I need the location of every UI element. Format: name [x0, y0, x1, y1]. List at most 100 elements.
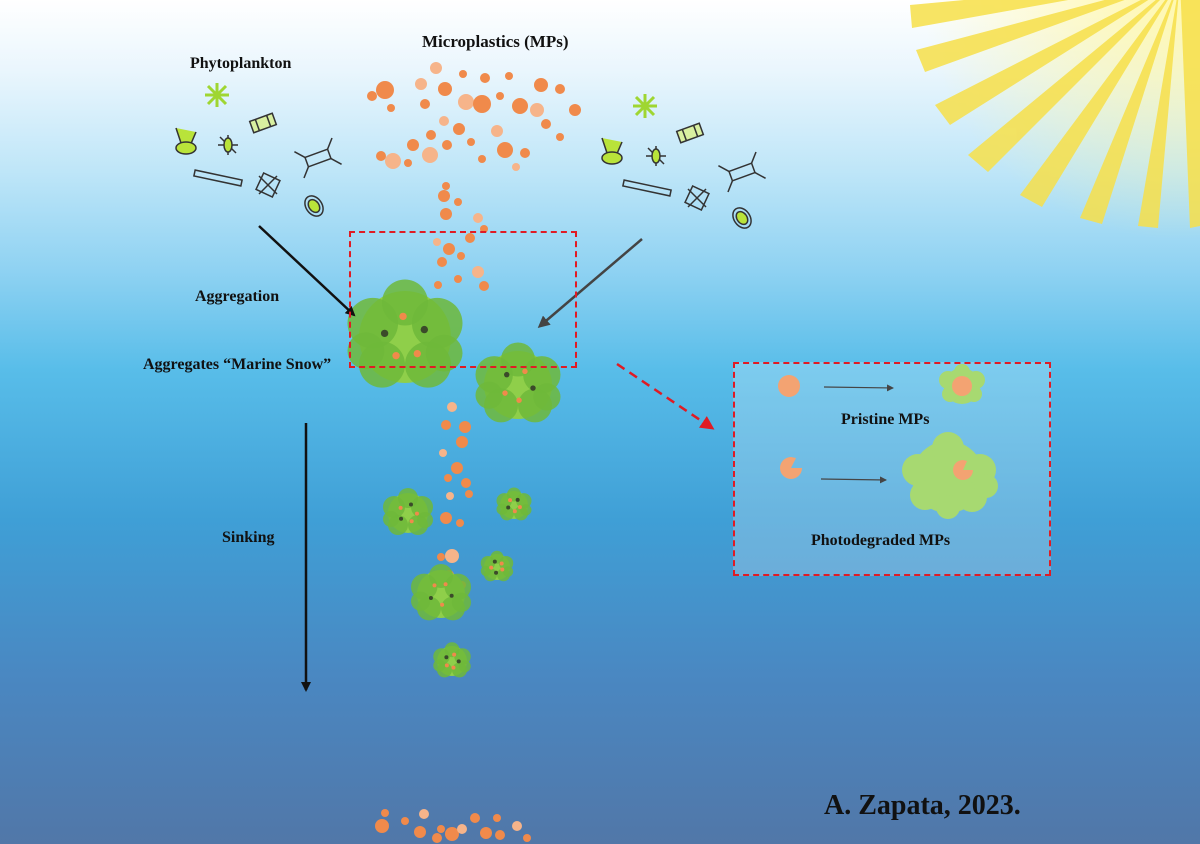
phytoplankton-diatom-icon [248, 112, 278, 134]
microplastic-particle-icon [445, 549, 459, 563]
microplastic-particle-icon [478, 155, 486, 163]
microplastic-particle-icon [530, 103, 544, 117]
microplastic-particle-icon [456, 519, 464, 527]
microplastic-particle-icon [467, 138, 475, 146]
microplastic-particle-icon [459, 421, 471, 433]
microplastic-particle-icon [407, 139, 419, 151]
microplastic-particle-icon [432, 833, 442, 843]
microplastic-particle-icon [556, 133, 564, 141]
microplastic-particle-icon [433, 238, 441, 246]
microplastic-particle-icon [473, 95, 491, 113]
phytoplankton-rod-icon [622, 179, 672, 197]
aggregate-icon [496, 487, 532, 521]
phytoplankton-dinoflagellate-icon [601, 137, 623, 165]
microplastic-particle-icon [461, 478, 471, 488]
microplastic-particle-icon [491, 125, 503, 137]
aggregate-icon [475, 342, 561, 423]
pristine-mps-label: Pristine MPs [841, 411, 930, 428]
microplastic-particle-icon [497, 142, 513, 158]
microplastic-particle-icon [385, 153, 401, 169]
microplastic-particle-icon [512, 163, 520, 171]
microplastic-particle-icon [387, 104, 395, 112]
microplastic-particle-icon [420, 99, 430, 109]
microplastic-particle-icon [437, 825, 445, 833]
marine-snow-label: Aggregates “Marine Snow” [143, 356, 332, 373]
microplastic-particle-icon [512, 821, 522, 831]
phytoplankton-pennate-icon [646, 146, 666, 166]
microplastic-particle-icon [444, 474, 452, 482]
microplastic-particle-icon [465, 490, 473, 498]
aggregates-marine-snow [347, 279, 561, 678]
microplastic-particle-icon [438, 190, 450, 202]
microplastic-particle-icon [404, 159, 412, 167]
aggregate-icon [411, 564, 471, 621]
phytoplankton-ring-icon [732, 207, 752, 229]
microplastic-particle-icon [472, 266, 484, 278]
inset-detail-box [733, 362, 1051, 576]
microplastic-particle-icon [496, 92, 504, 100]
microplastic-particle-icon [414, 826, 426, 838]
microplastic-particle-icon [569, 104, 581, 116]
microplastic-particle-icon [446, 492, 454, 500]
microplastic-particle-icon [520, 148, 530, 158]
aggregation-label: Aggregation [195, 288, 280, 305]
microplastic-particle-icon [440, 512, 452, 524]
microplastic-particle-icon [443, 243, 455, 255]
microplastic-particle-icon [456, 436, 468, 448]
sinking-label: Sinking [222, 529, 275, 546]
phytoplankton-box-icon [255, 172, 281, 198]
inset-illustrations [778, 364, 998, 519]
microplastic-particle-icon [454, 275, 462, 283]
pristine-arrow [823, 384, 894, 392]
phytoplankton-rod-icon [193, 169, 243, 187]
microplastic-particle-icon [376, 81, 394, 99]
phytoplankton-dinoflagellate-icon [175, 127, 197, 155]
phytoplankton-star-icon [205, 83, 229, 107]
aggregation-arrow-right [537, 238, 643, 328]
phytoplankton-chain-icon [294, 137, 342, 179]
microplastic-particle-icon [447, 402, 457, 412]
microplastic-particle-icon [439, 116, 449, 126]
microplastic-particle-icon [445, 827, 459, 841]
microplastic-particle-icon [422, 147, 438, 163]
microplastic-particle-icon [493, 814, 501, 822]
photodegraded-arrow [820, 476, 887, 484]
microplastic-particle-icon [426, 130, 436, 140]
aggregation-arrow-left [258, 225, 356, 317]
microplastic-particle-icon [415, 78, 427, 90]
microplastic-particle-icon [375, 819, 389, 833]
microplastic-particle-icon [434, 281, 442, 289]
photodegraded-mps-label: Photodegraded MPs [811, 532, 951, 549]
author-credit: A. Zapata, 2023. [824, 790, 1021, 821]
phytoplankton-box-icon [684, 185, 710, 211]
zoom-highlight-box [349, 231, 577, 368]
microplastic-particle-icon [555, 84, 565, 94]
pristine-mp-icon [778, 375, 800, 397]
microplastic-particle-icon [457, 824, 467, 834]
microplastic-particle-icon [480, 73, 490, 83]
microplastic-particle-icon [479, 281, 489, 291]
phytoplankton-cluster-left [175, 83, 342, 217]
microplastic-particle-icon [473, 213, 483, 223]
phytoplankton-diatom-icon [675, 122, 705, 144]
photodegraded-aggregate-icon [902, 432, 998, 519]
microplastic-particle-icon [541, 119, 551, 129]
microplastic-particle-icon [480, 827, 492, 839]
microplastic-particle-icon [451, 462, 463, 474]
photodegraded-mp-icon [780, 457, 802, 479]
microplastic-particle-icon [442, 182, 450, 190]
microplastic-particle-icon [440, 208, 452, 220]
microplastic-particle-icon [454, 198, 462, 206]
pristine-aggregate-icon [939, 364, 985, 404]
microplastic-particle-icon [438, 82, 452, 96]
zoom-arrow [616, 362, 715, 430]
microplastic-particle-icon [512, 98, 528, 114]
microplastic-particle-icon [437, 553, 445, 561]
phytoplankton-chain-icon [718, 151, 766, 193]
phytoplankton-ring-icon [304, 195, 324, 217]
aggregate-icon [347, 279, 463, 388]
microplastic-particle-icon [459, 70, 467, 78]
microplastic-particle-icon [367, 91, 377, 101]
phytoplankton-star-icon [633, 94, 657, 118]
microplastic-particle-icon [470, 813, 480, 823]
